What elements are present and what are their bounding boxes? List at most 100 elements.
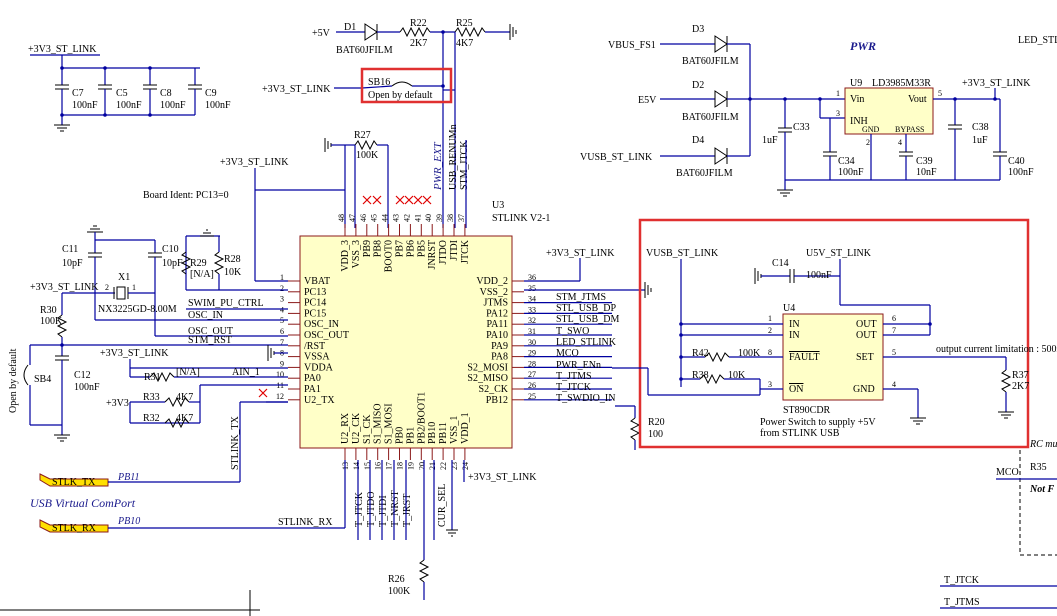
u3-bottom-pin-name: PB10 (427, 422, 438, 444)
sb4-ref: SB4 (34, 374, 51, 385)
u3-top-pin-name: PB6 (405, 240, 416, 257)
u3-value: STLINK V2-1 (492, 213, 550, 224)
net-label-v33-vdda: +3V3_ST_LINK (100, 348, 169, 359)
u3-left-pin-num: 5 (280, 316, 284, 325)
c12-value: 100nF (74, 382, 100, 393)
net-pb11: PB11 (117, 472, 139, 483)
u3-right-pin-name: PA9 (491, 341, 508, 352)
u3-right-pin-num: 27 (528, 370, 536, 379)
u4-pin-set: SET (856, 352, 874, 363)
u3-bottom-pin-num: 21 (428, 462, 437, 470)
u4-value: ST890CDR (783, 405, 831, 416)
c5-ref: C5 (116, 88, 128, 99)
u4-pinnum-4: 4 (892, 380, 896, 389)
u3-left-pin-num: 9 (280, 359, 284, 368)
net-t-swo: T_SWO (556, 326, 589, 337)
u3-top-pin-num: 38 (446, 214, 455, 222)
c11-ref: C11 (62, 244, 78, 255)
u4-pin-out2: OUT (856, 330, 877, 341)
u9-body (844, 87, 934, 135)
u3-body (299, 235, 513, 449)
u3-bottom-pin-name: VSS_1 (449, 416, 460, 444)
u9-pin-vout: Vout (908, 94, 927, 105)
u9-value: LD3985M33R (872, 78, 931, 89)
u3-left-pin-num: 10 (276, 370, 284, 379)
u3-top-pin-name: PB8 (373, 240, 384, 257)
u3-right-pin-name: VDD_2 (476, 276, 508, 287)
u4-pin-in2: IN (789, 330, 800, 341)
u3-right-pin-num: 28 (528, 359, 536, 368)
r22-value: 2K7 (410, 38, 427, 49)
net-u5v-st: U5V_ST_LINK (806, 248, 872, 259)
u3-right-pin-name: S2_CK (479, 384, 509, 395)
r28-ref: R28 (224, 254, 241, 265)
r20-ref: R20 (648, 417, 665, 428)
u3-top-pin-num: 44 (381, 214, 390, 222)
rc-mu-label: RC mu (1029, 439, 1057, 450)
net-stl-usb-dp: STL_USB_DP (556, 303, 616, 314)
net-mco2: MCO (996, 467, 1019, 478)
u3-top-pin-num: 39 (435, 214, 444, 222)
net-stlink-rx: STLINK_RX (278, 517, 333, 528)
u3-left-pin-name: U2_TX (304, 395, 335, 406)
u3-right-pin-name: S2_MISO (467, 373, 508, 384)
net-e5v: E5V (638, 95, 657, 106)
usb-renum-network: +5V D1 BAT60JFILM R22 2K7 R25 4K7 (312, 18, 517, 228)
u3-top-pin-name: VSS_3 (351, 240, 362, 268)
nc-markers-top (258, 195, 432, 398)
u3-bottom-pin-num: 14 (352, 462, 361, 470)
u3-bottom-pin-name: U2_RX (340, 412, 351, 444)
r37-value: 2K7 (1012, 381, 1029, 392)
u3-top-pin-name: PB7 (395, 240, 406, 257)
c8-value: 100nF (160, 100, 186, 111)
r31-value: [N/A] (176, 367, 200, 378)
net-bot-t-nrst: T_NRST (390, 490, 401, 527)
u3-top-pin-num: 46 (359, 214, 368, 222)
u3-bottom-pin-name: PB1 (405, 427, 416, 444)
u3-top-pin-name: JTCK (460, 239, 471, 264)
u4-pin-fault: FAULT (789, 352, 820, 363)
net-osc-out: OSC_OUT (188, 326, 233, 337)
c33-ref: C33 (793, 122, 810, 133)
u3-left-pin-num: 2 (280, 284, 284, 293)
board-ident-label: Board Ident: PC13=0 (143, 190, 229, 201)
net-stl-usb-dm: STL_USB_DM (556, 314, 619, 325)
stlk-rx-port (39, 519, 109, 533)
net-led-stl: LED_STL (1018, 35, 1057, 46)
svg-text:2: 2 (105, 283, 109, 292)
sb16-note: Open by default (368, 90, 433, 101)
u3-left-pin-num: 7 (280, 338, 284, 347)
sb16-solder-bridge: +3V3_ST_LINK SB16 Open by default (262, 67, 453, 104)
net-bot-t-jrst: T_JRST (402, 494, 413, 527)
net-label-5v: +5V (312, 28, 331, 39)
r30-value: 100K (40, 316, 63, 327)
x1-value: NX3225GD-8.00M (98, 304, 177, 315)
u9-pin-gnd: GND (862, 125, 880, 134)
net-pwr-ext: PWR_EXT (432, 141, 444, 191)
net-pwr-enn: PWR_ENn (556, 360, 601, 371)
u4-body (782, 313, 884, 401)
net-t-jtms2: T_JTMS (944, 597, 980, 608)
c10-value: 10pF (162, 258, 183, 269)
x1-ref: X1 (118, 272, 130, 283)
u3-bottom-pin-name: S1_MOSI (384, 403, 395, 444)
u3-bottom-pin-num: 18 (396, 462, 405, 470)
u3-bottom-pin-name: S1_MISO (373, 403, 384, 444)
u3-bottom-pin-num: 22 (439, 462, 448, 470)
net-t-jtck: T_JTCK (556, 382, 592, 393)
u3-right-pin-num: 30 (528, 338, 536, 347)
u9-ref: U9 (850, 78, 862, 89)
c34-value: 100nF (838, 167, 864, 178)
u3-top-pins: 48VDD_347VSS_346PB945PB844BOOT043PB742PB… (337, 214, 471, 272)
c5-value: 100nF (116, 100, 142, 111)
u3-left-pin-num: 1 (280, 273, 284, 282)
u3-left-pin-num: 4 (280, 305, 284, 314)
c8-ref: C8 (160, 88, 172, 99)
net-label-v33-vbat: +3V3_ST_LINK (220, 157, 289, 168)
r38-ref: R38 (692, 370, 709, 381)
u3-left-pin-name: OSC_IN (304, 319, 339, 330)
d4-ref: D4 (692, 135, 704, 146)
u3-ref: U3 (492, 200, 504, 211)
net-mco: MCO (556, 348, 579, 359)
